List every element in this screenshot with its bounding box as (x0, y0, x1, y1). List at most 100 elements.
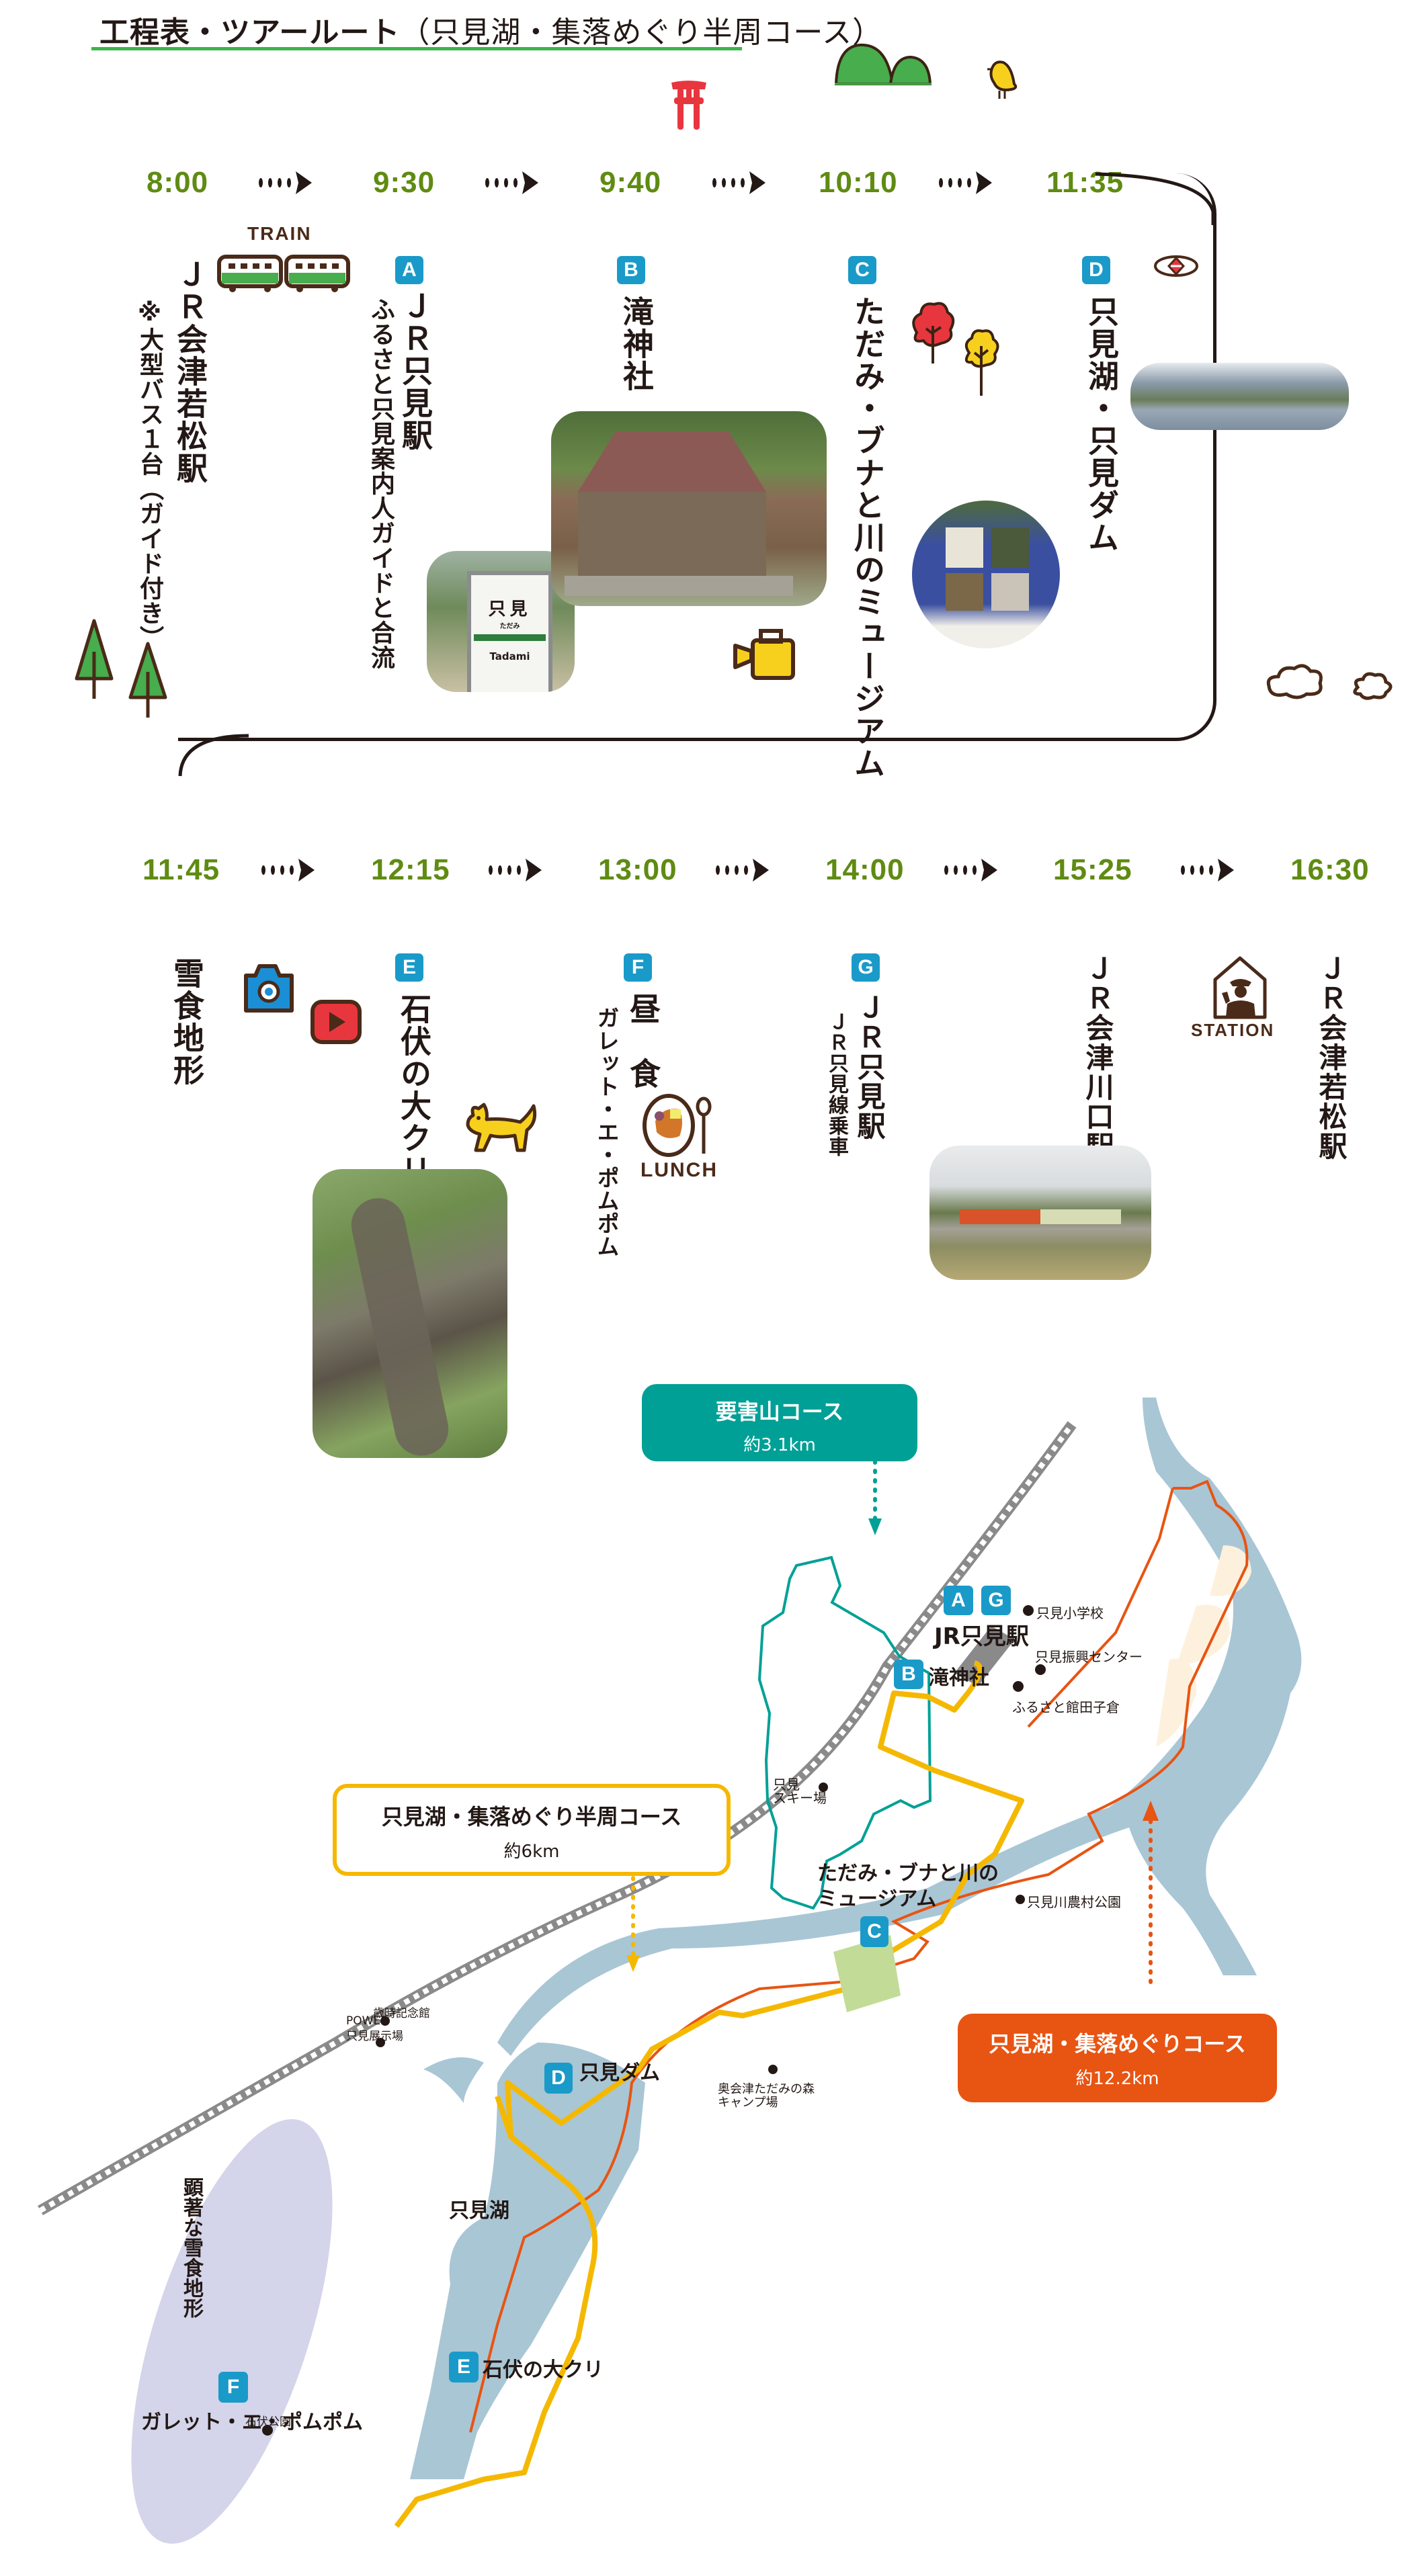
station-platform (954, 1626, 1015, 1686)
time-4: 10:10 (819, 166, 898, 199)
stop-name-lunch: 昼 食 (625, 993, 661, 1090)
station-sign-kana: ただみ (499, 623, 520, 630)
map-label-jr-tadami: JR只見駅 (934, 1623, 1029, 1650)
time-7: 12:15 (371, 853, 450, 886)
photo-tadami-lake (1130, 363, 1349, 430)
video-camera-icon (733, 629, 795, 680)
compass-icon (1154, 255, 1198, 277)
stop-badge-c: C (848, 256, 876, 284)
stop-name-tadami: ＪＲ只見駅 (397, 290, 433, 452)
map-badge-b: B (894, 1660, 923, 1689)
stop-note-tadami-line: ＪＲ只見線乗車 (825, 1011, 848, 1157)
stop-badge-b: B (617, 256, 645, 284)
poi-furusato-kan: ふるさと館田子倉 (1012, 1699, 1120, 1715)
course-distance: 約6km (503, 1842, 560, 1862)
dotted-arrow-icon (1181, 859, 1234, 882)
time-11: 16:30 (1290, 853, 1370, 886)
map-label-dam: 只見ダム (579, 2061, 660, 2085)
dotted-arrow-icon (716, 859, 769, 882)
course-name: 只見湖・集落めぐり半周コース (381, 1804, 682, 1830)
stop-name-aizukawaguchi: ＪＲ会津川口駅 (1081, 954, 1114, 1161)
time-10: 15:25 (1053, 853, 1132, 886)
orange-course-path (469, 1479, 1249, 2433)
map-badge-c: C (860, 1916, 888, 1947)
map-badge-d: D (544, 2063, 573, 2094)
stop-name-snow-landform: 雪食地形 (169, 957, 205, 1086)
dotted-arrow-icon (712, 171, 766, 194)
dotted-arrow-icon (485, 171, 538, 194)
stop-note-restaurant: ガレット・エ・ポムポム (593, 1006, 620, 1258)
dotted-arrow-icon (489, 859, 542, 882)
lunch-plate-icon (643, 1094, 712, 1157)
map-label-restaurant: ガレット・エ・ポムポム (141, 2411, 363, 2434)
time-6: 11:45 (142, 853, 220, 886)
dog-icon (466, 1103, 537, 1152)
poi-ski-2: スキー場 (773, 1790, 827, 1806)
course-name: 只見湖・集落めぐりコース (989, 2031, 1246, 2057)
stop-name-museum: ただみ・ブナと川のミュージアム (850, 296, 886, 779)
poi-camp-1: 奥会津ただみの森 (718, 2082, 815, 2096)
poi-school: 只見小学校 (1036, 1605, 1104, 1621)
poi-camp-2: キャンプ場 (718, 2096, 778, 2110)
course-name: 要害山コース (715, 1399, 844, 1424)
dotted-arrow-icon (259, 171, 312, 194)
map-label-lake: 只見湖 (449, 2199, 509, 2223)
poi-farm-park: 只見川農村公園 (1027, 1894, 1121, 1910)
stop-name-aizuwakamatsu: ＪＲ会津若松駅 (172, 259, 208, 484)
stop-name-aizuwakamatsu-return: ＪＲ会津若松駅 (1315, 954, 1348, 1161)
photo-chestnut-tree (313, 1169, 507, 1458)
stop-badge-d: D (1082, 256, 1110, 284)
train-icon (217, 255, 350, 292)
tadami-river (497, 1398, 1302, 2056)
course-distance: 約3.1km (743, 1435, 816, 1455)
map-badge-f: F (218, 2372, 248, 2403)
time-9: 14:00 (825, 853, 905, 886)
course-box-full: 只見湖・集落めぐりコース 約12.2km (958, 2014, 1277, 2102)
route-map (38, 1398, 1302, 2544)
map-badge-e: E (449, 2352, 479, 2382)
clouds-icon (1266, 664, 1393, 700)
time-3: 9:40 (599, 166, 662, 199)
train-label: TRAIN (247, 223, 312, 244)
time-8: 13:00 (598, 853, 677, 886)
course-box-yougaisan: 要害山コース 約3.1km (642, 1384, 917, 1461)
time-2: 9:30 (373, 166, 436, 199)
autumn-trees-icon (912, 302, 999, 396)
photo-museum (912, 501, 1060, 648)
map-label-museum: ただみ・ブナと川の ミュージアム (817, 1862, 999, 1911)
poi-memorial-hall: 歳時記念館 (373, 2007, 430, 2020)
poi-ishibushi-park: 石伏公園 (245, 2415, 291, 2429)
stop-note-bus: ※大型バス１台（ガイド付き） (136, 299, 163, 650)
station-sign-roman: Tadami (489, 650, 530, 662)
map-label-snow-landform: 顕著な雪食地形 (179, 2177, 203, 2318)
stop-name-chestnut: 石伏の大クリ (396, 993, 432, 1187)
hills-icon (834, 43, 932, 85)
station-label: STATION (1191, 1020, 1275, 1040)
map-badge-g: G (981, 1586, 1011, 1615)
stop-name-taki-shrine: 滝神社 (618, 296, 655, 392)
stop-name-tadami-return: ＪＲ只見駅 (853, 993, 886, 1141)
yellow-course-path (394, 1660, 1024, 2528)
timeline-connector (178, 173, 1216, 741)
title-underline (91, 47, 742, 50)
bird-icon (987, 60, 1018, 99)
torii-icon (671, 81, 706, 130)
poi-power-1: POWER (346, 2014, 388, 2028)
snow-landform-area (131, 2119, 333, 2544)
page-title: 工程表・ツアールート（只見湖・集落めぐり半周コース） (99, 8, 882, 51)
stop-badge-e: E (395, 953, 423, 982)
photo-train-bridge (929, 1146, 1151, 1280)
poi-power-2: 只見展示場 (346, 2030, 403, 2043)
photo-tadami-station: 只見 ただみ Tadami (427, 551, 575, 692)
map-label-taki-shrine: 滝神社 (929, 1666, 989, 1690)
course-distance: 約12.2km (1075, 2069, 1159, 2089)
timeline-connector-left (178, 734, 249, 777)
poi-ski-1: 只見 (773, 1776, 800, 1793)
time-5: 11:35 (1046, 166, 1124, 199)
poi-promotion-center: 只見振興センター (1035, 1649, 1143, 1665)
title-main: 工程表・ツアールート (99, 15, 401, 50)
map-label-chestnut: 石伏の大クリ (483, 2358, 604, 2382)
dotted-arrow-icon (944, 859, 997, 882)
course-box-half: 只見湖・集落めぐり半周コース 約6km (333, 1784, 731, 1876)
timeline-connector-top (1095, 172, 1215, 225)
